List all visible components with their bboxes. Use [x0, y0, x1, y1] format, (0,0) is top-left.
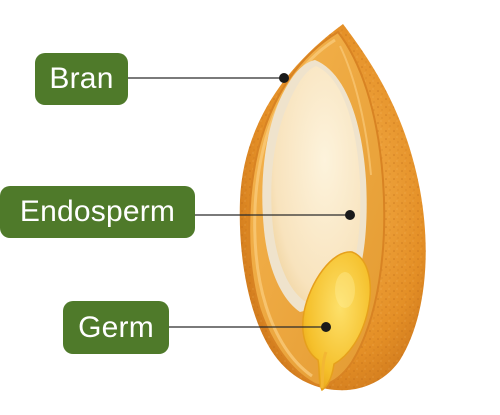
endosperm-marker-dot — [345, 210, 355, 220]
bran-label: Bran — [35, 53, 128, 105]
endosperm-region — [271, 66, 361, 302]
germ-marker-dot — [321, 322, 331, 332]
bran-marker-dot — [279, 73, 289, 83]
germ-label: Germ — [63, 301, 169, 354]
germ-region — [302, 251, 371, 392]
endosperm-label: Endosperm — [0, 186, 195, 238]
